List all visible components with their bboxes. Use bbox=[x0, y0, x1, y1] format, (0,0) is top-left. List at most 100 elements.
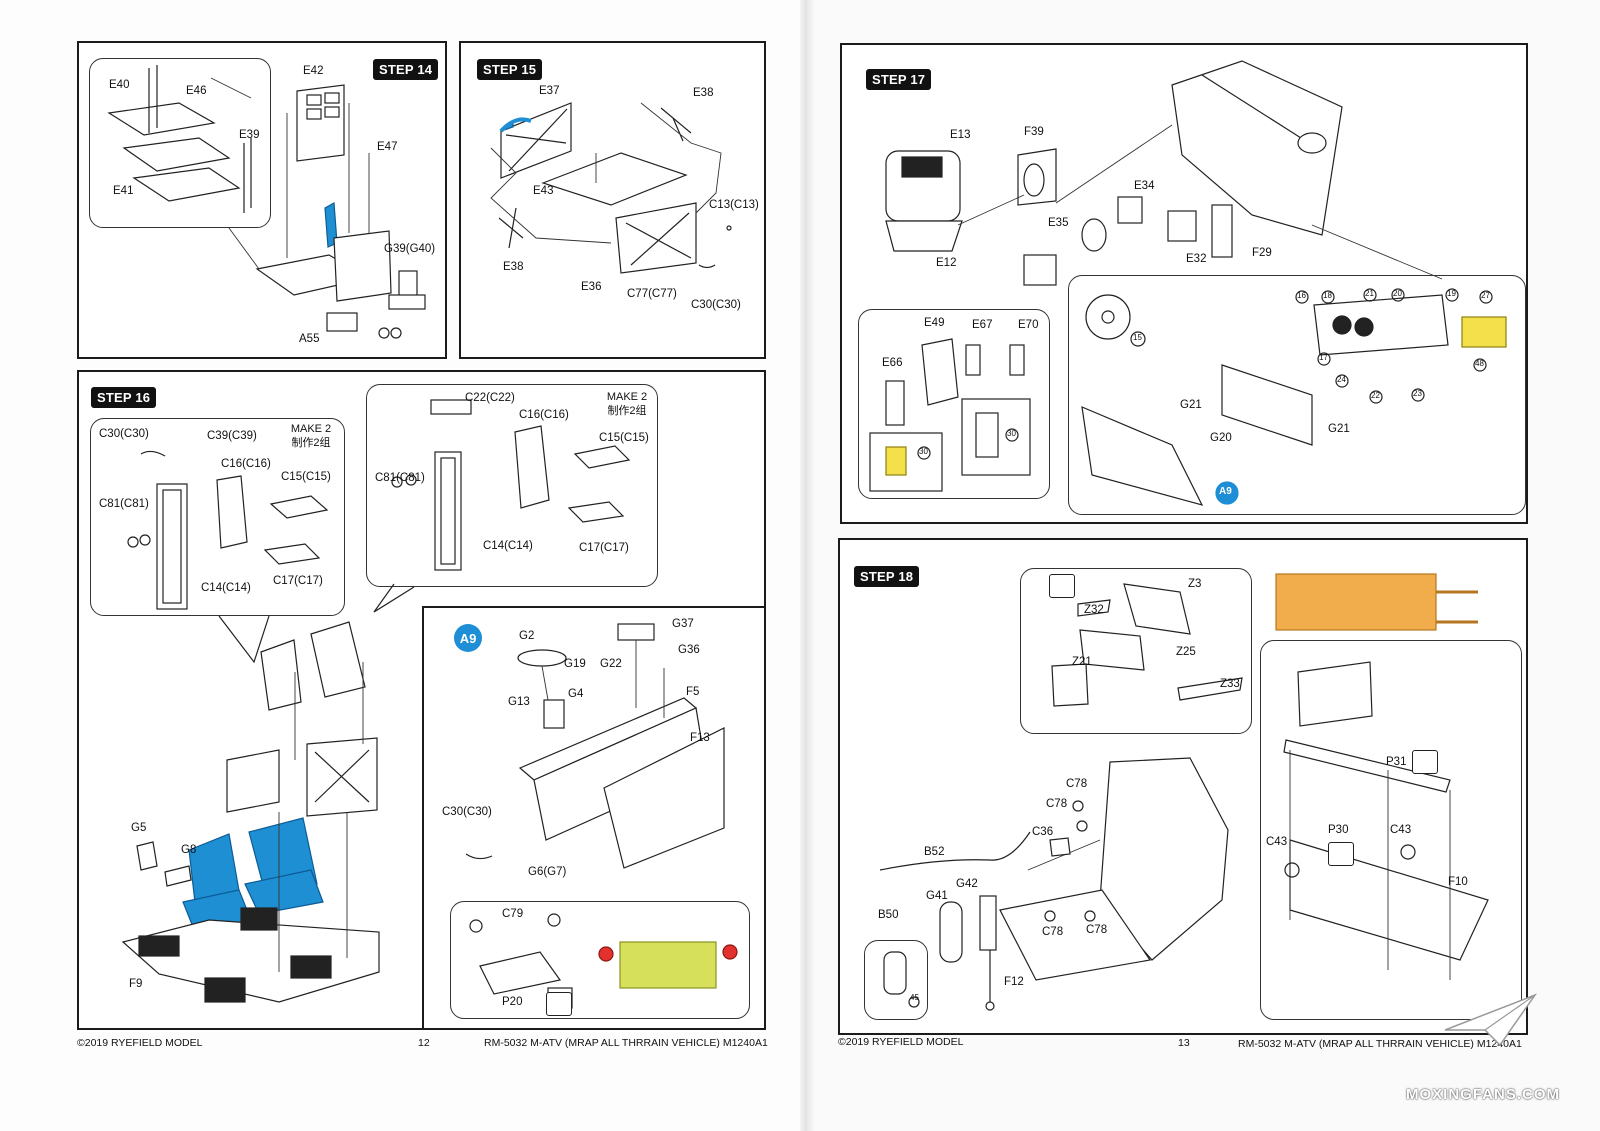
label-f13: F13 bbox=[690, 732, 710, 744]
label-g6-g7: G6(G7) bbox=[528, 866, 567, 878]
label-c16-left: C16(C16) bbox=[221, 458, 271, 470]
label-g4: G4 bbox=[568, 688, 584, 700]
step-18-drawing bbox=[879, 573, 1489, 1011]
step-16-left-note: MAKE 2 制作2组 bbox=[290, 423, 332, 449]
label-g37: G37 bbox=[672, 618, 694, 630]
step-15-tag: STEP 15 bbox=[477, 59, 543, 80]
step-15-panel: STEP 15 E37 E38 E43 C13(C13) E38 E36 C77… bbox=[459, 41, 766, 359]
label-c14-left: C14(C14) bbox=[201, 582, 251, 594]
label-g13: G13 bbox=[508, 696, 530, 708]
step-16-panel: STEP 16 MAKE 2 制作2组 MAKE 2 制作2组 bbox=[77, 370, 766, 1030]
label-e39: E39 bbox=[239, 129, 260, 141]
right-footer-page-number: 13 bbox=[1178, 1037, 1190, 1049]
label-f39: F39 bbox=[1024, 126, 1044, 138]
label-e67: E67 bbox=[972, 319, 993, 331]
label-g36: G36 bbox=[678, 644, 700, 656]
num-20: 20 bbox=[1393, 289, 1402, 298]
label-c17-right: C17(C17) bbox=[579, 542, 629, 554]
label-c30-a9: C30(C30) bbox=[442, 806, 492, 818]
label-z21: Z21 bbox=[1072, 656, 1092, 668]
label-e41: E41 bbox=[113, 185, 134, 197]
label-g21-a: G21 bbox=[1180, 399, 1202, 411]
num-21: 21 bbox=[1365, 289, 1374, 298]
label-e46: E46 bbox=[186, 85, 207, 97]
label-z32: Z32 bbox=[1084, 604, 1104, 616]
a9-panel: A9 G2 G37 G36 G19 G22 G4 F5 G13 F13 C30(… bbox=[422, 606, 766, 1030]
label-g22: G22 bbox=[600, 658, 622, 670]
label-g21-b: G21 bbox=[1328, 423, 1350, 435]
label-c16-right: C16(C16) bbox=[519, 409, 569, 421]
label-e47: E47 bbox=[377, 141, 398, 153]
label-c78-a: C78 bbox=[1066, 778, 1088, 790]
step-16-drawing bbox=[121, 399, 631, 1003]
num-19: 19 bbox=[1447, 289, 1456, 298]
left-footer-copyright: ©2019 RYEFIELD MODEL bbox=[77, 1037, 203, 1049]
paint-instruction-icon bbox=[1412, 750, 1438, 774]
label-c81-left: C81(C81) bbox=[99, 498, 149, 510]
step-17-panel: STEP 17 bbox=[840, 43, 1528, 524]
label-e66: E66 bbox=[882, 357, 903, 369]
label-c15-left: C15(C15) bbox=[281, 471, 331, 483]
left-footer-page-number: 12 bbox=[418, 1037, 430, 1049]
label-e36: E36 bbox=[581, 281, 602, 293]
label-f10: F10 bbox=[1448, 876, 1468, 888]
label-c17-left: C17(C17) bbox=[273, 575, 323, 587]
watermark-text: MOXINGFANS.COM bbox=[1405, 1086, 1560, 1103]
label-a55: A55 bbox=[299, 333, 320, 345]
label-g2: G2 bbox=[519, 630, 535, 642]
num-16: 16 bbox=[1297, 291, 1306, 300]
label-c79: C79 bbox=[502, 908, 524, 920]
num-27: 27 bbox=[1481, 291, 1490, 300]
step-15-drawing bbox=[490, 102, 732, 274]
label-z3: Z3 bbox=[1188, 578, 1202, 590]
label-z25: Z25 bbox=[1176, 646, 1196, 658]
label-c43-left: C43 bbox=[1266, 836, 1288, 848]
label-g5: G5 bbox=[131, 822, 147, 834]
step-14-drawing bbox=[107, 65, 426, 339]
label-f5: F5 bbox=[686, 686, 700, 698]
label-c30-left: C30(C30) bbox=[99, 428, 149, 440]
label-p30: P30 bbox=[1328, 824, 1349, 836]
label-g41: G41 bbox=[926, 890, 948, 902]
num-23: 23 bbox=[1413, 389, 1422, 398]
step-17-drawing bbox=[869, 60, 1507, 506]
label-c15-right: C15(C15) bbox=[599, 432, 649, 444]
label-f9: F9 bbox=[129, 978, 143, 990]
label-c30: C30(C30) bbox=[691, 299, 741, 311]
label-c81-right: C81(C81) bbox=[375, 472, 425, 484]
label-e13: E13 bbox=[950, 129, 971, 141]
label-g42: G42 bbox=[956, 878, 978, 890]
num-30-a: 30 bbox=[919, 447, 928, 456]
num-24: 24 bbox=[1337, 375, 1346, 384]
label-e40: E40 bbox=[109, 79, 130, 91]
num-15: 15 bbox=[1133, 333, 1142, 342]
paint-instruction-icon bbox=[1328, 842, 1354, 866]
left-footer-title: RM-5032 M-ATV (MRAP ALL THRRAIN VEHICLE)… bbox=[484, 1037, 768, 1049]
label-f12: F12 bbox=[1004, 976, 1024, 988]
step-17-tag: STEP 17 bbox=[866, 69, 932, 90]
label-e49: E49 bbox=[924, 317, 945, 329]
num-48: 48 bbox=[1475, 359, 1484, 368]
label-g20: G20 bbox=[1210, 432, 1232, 444]
step-18-panel: STEP 18 Z3 bbox=[838, 538, 1528, 1035]
label-g8: G8 bbox=[181, 844, 197, 856]
label-e43: E43 bbox=[533, 185, 554, 197]
paint-instruction-icon bbox=[1049, 574, 1075, 598]
right-footer-copyright: ©2019 RYEFIELD MODEL bbox=[838, 1036, 964, 1048]
label-g39-g40: G39(G40) bbox=[384, 243, 436, 255]
label-z33: Z33 bbox=[1220, 678, 1240, 690]
label-c39: C39(C39) bbox=[207, 430, 257, 442]
label-e34: E34 bbox=[1134, 180, 1155, 192]
num-22: 22 bbox=[1371, 391, 1380, 400]
label-e38-bottom: E38 bbox=[503, 261, 524, 273]
paper-plane-icon bbox=[1444, 993, 1538, 1047]
label-e38-top: E38 bbox=[693, 87, 714, 99]
book-gutter bbox=[800, 0, 814, 1131]
a9-drawing bbox=[465, 623, 738, 1009]
step-16-right-note: MAKE 2 制作2组 bbox=[606, 391, 648, 417]
label-c22: C22(C22) bbox=[465, 392, 515, 404]
label-f29: F29 bbox=[1252, 247, 1272, 259]
num-30-b: 30 bbox=[1007, 429, 1016, 438]
label-e35: E35 bbox=[1048, 217, 1069, 229]
step-16-tag: STEP 16 bbox=[91, 387, 157, 408]
